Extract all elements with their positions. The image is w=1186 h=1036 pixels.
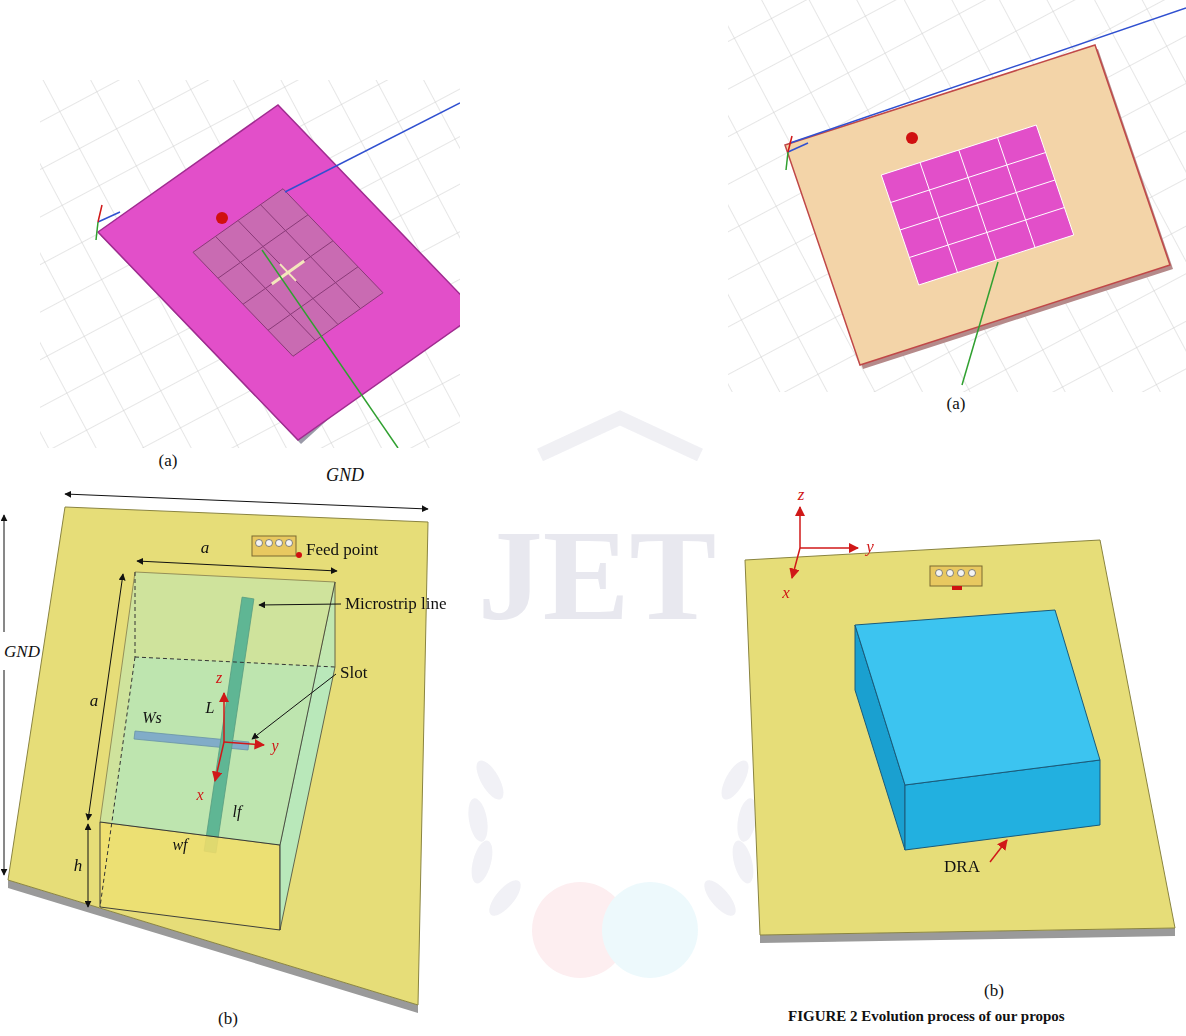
axis-line	[790, 8, 1186, 143]
axis-label: y	[271, 738, 278, 754]
watermark: JET	[478, 510, 716, 640]
port-marker	[216, 212, 228, 224]
dimension-line	[88, 824, 89, 907]
substrate	[785, 45, 1170, 365]
slot	[280, 264, 296, 281]
figure-caption: FIGURE 2 Evolution process of our propos	[788, 1009, 1065, 1024]
dimension-label: wf	[172, 837, 187, 853]
dra-schematic	[4, 494, 428, 1013]
ground-plane	[745, 540, 1175, 935]
watermark-emblem	[465, 418, 759, 978]
dimension-label: GND	[4, 643, 40, 660]
port-marker	[906, 132, 918, 144]
dimension-label: lf	[233, 804, 242, 820]
hidden-edges	[100, 572, 335, 907]
subfigure-tag: (b)	[984, 982, 1004, 999]
axis-arrows	[792, 507, 858, 578]
dimension-line	[4, 670, 5, 875]
feed-point	[952, 586, 962, 590]
dimension-line	[137, 561, 337, 571]
connector-pins	[256, 540, 293, 547]
dimension-label: h	[74, 857, 83, 874]
connector-pins	[936, 570, 976, 577]
dimension-line	[4, 515, 5, 632]
axis-triad	[96, 205, 120, 240]
axis-label: z	[798, 486, 805, 503]
metasurface-cell-lines	[193, 189, 383, 357]
dimension-label: GND	[326, 466, 364, 484]
feed-connector	[930, 566, 982, 586]
feed-point	[296, 552, 302, 558]
subfigure-tag: (a)	[159, 452, 178, 469]
dra-model	[745, 507, 1175, 943]
subfigure-tag: (b)	[218, 1010, 238, 1027]
metasurface-grid	[881, 125, 1074, 285]
dra-top-face	[855, 610, 1100, 785]
part-label: DRA	[944, 858, 980, 875]
leader-line	[252, 674, 336, 739]
metasurface-cell-lines	[881, 125, 1074, 285]
leader-line	[259, 604, 341, 605]
background-grid	[728, 0, 1186, 392]
hfss-view	[728, 0, 1186, 392]
axis-line	[285, 103, 460, 192]
axis-arrows	[215, 693, 264, 781]
axis-label: x	[782, 584, 790, 601]
axis-line	[262, 250, 398, 448]
subfigure-tag: (a)	[947, 395, 966, 412]
dimension-label: a	[201, 539, 210, 556]
part-label: Microstrip line	[345, 595, 447, 612]
axis-line	[962, 262, 998, 385]
dimension-line	[65, 494, 428, 509]
substrate	[98, 105, 460, 440]
feed-connector	[252, 536, 296, 556]
axis-triad	[786, 136, 808, 170]
watermark-circle	[602, 882, 698, 978]
part-label: Slot	[340, 664, 367, 681]
hfss-view	[40, 80, 460, 448]
ground-plane	[8, 507, 428, 1005]
part-label: Feed point	[306, 541, 378, 558]
axis-label: y	[866, 538, 874, 555]
dimension-label: L	[206, 700, 215, 716]
metasurface-grid	[193, 189, 383, 357]
watermark-chevron	[540, 418, 700, 455]
dimension-label: a	[90, 692, 99, 709]
dimension-line	[88, 574, 123, 820]
axis-label: x	[196, 787, 203, 803]
leader-arrow	[990, 840, 1007, 862]
axis-label: z	[216, 670, 222, 686]
dra-top-face	[100, 572, 335, 845]
dimension-label: Ws	[142, 710, 162, 726]
